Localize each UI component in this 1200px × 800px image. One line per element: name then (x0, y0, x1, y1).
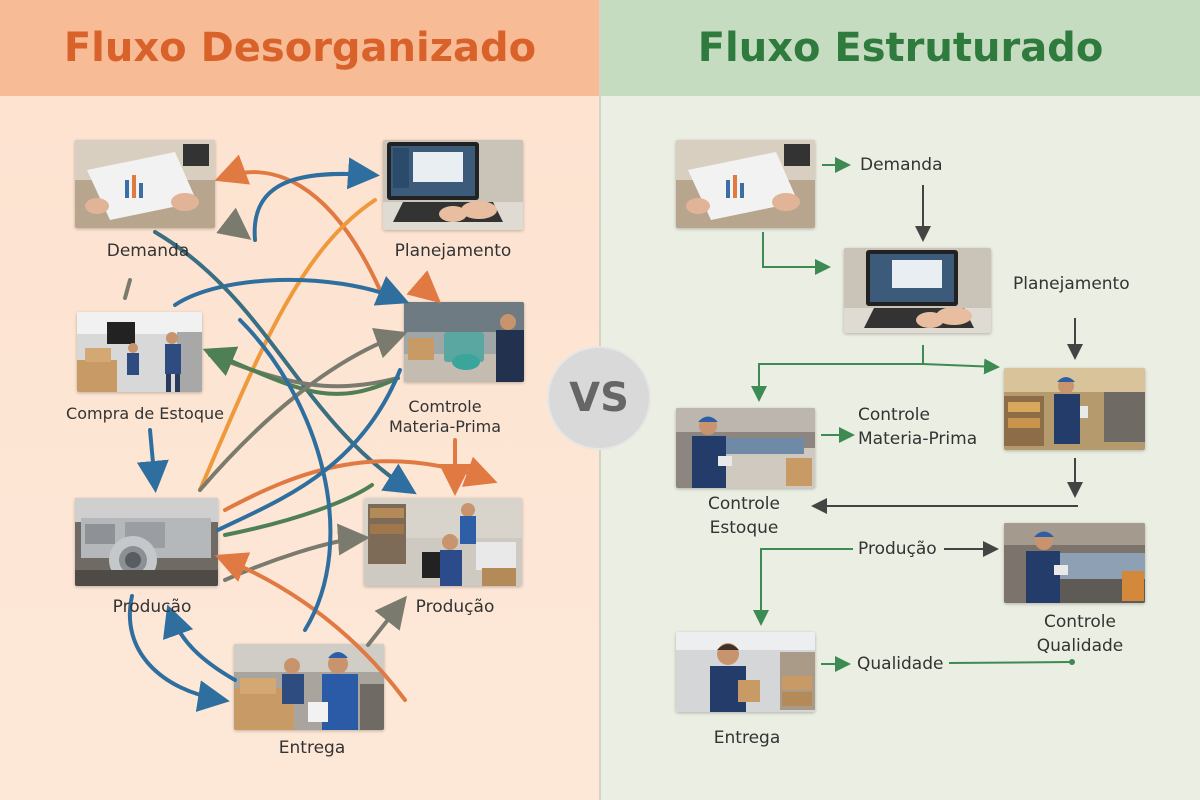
label-producao: Produção (858, 539, 937, 559)
disorganized-flow-title: Fluxo Desorganizado (0, 0, 600, 96)
arrow-22 (366, 595, 407, 647)
controle-materia-prima-photo (404, 302, 524, 382)
arrow-7 (406, 270, 442, 304)
arrow-5 (123, 278, 132, 300)
label-controle-qualidade: Controle Qualidade (1036, 612, 1124, 656)
label-controle-materia-prima: Controle Materia-Prima (858, 405, 978, 449)
label-compra-estoque: Compra de Estoque (66, 404, 224, 423)
arrow-1 (214, 154, 382, 292)
structured-arrows (751, 157, 1083, 672)
line-qualidade-end (948, 661, 1072, 664)
arrow-split-right (922, 358, 1000, 375)
label-planejamento: Planejamento (394, 241, 512, 261)
label-producao-2: Produção (415, 597, 495, 617)
tangled-arrows (123, 154, 498, 712)
planejamento-photo (844, 248, 991, 333)
arrow-20 (127, 594, 230, 712)
controle-estoque-photo (676, 408, 815, 488)
arrow-19 (238, 318, 333, 632)
demanda-photo (676, 140, 815, 228)
arrow-producao-to-entrega (753, 548, 853, 626)
controle-materia-prima-photo (1004, 368, 1145, 450)
arrow-6 (216, 207, 252, 240)
label-planejamento: Planejamento (1013, 274, 1130, 294)
arrow-2 (252, 157, 380, 242)
arrow-4 (173, 276, 410, 307)
entrega-photo (676, 632, 815, 712)
arrow-16 (223, 483, 374, 537)
entrega-photo (234, 644, 384, 730)
label-producao-1: Producão (112, 597, 192, 617)
producao-machine-photo (75, 498, 218, 586)
label-qualidade: Qualidade (857, 654, 944, 674)
demanda-photo (75, 140, 215, 228)
label-demanda: Demanda (860, 155, 943, 175)
arrow-21 (163, 604, 237, 682)
label-entrega: Entrega (713, 728, 781, 748)
arrow-10 (202, 346, 400, 396)
arrow-12 (136, 428, 169, 493)
arrow-14 (223, 456, 498, 512)
disorganized-flow-panel: Fluxo Desorganizado (0, 0, 600, 800)
structured-flow-title: Fluxo Estruturado (601, 0, 1200, 96)
arrow-17 (223, 523, 370, 582)
arrow-3 (198, 198, 377, 492)
label-entrega: Entrega (278, 738, 346, 758)
arrow-split-left (751, 345, 924, 402)
controle-qualidade-photo (1004, 523, 1145, 603)
structured-flow-panel: Fluxo Estruturado (601, 0, 1200, 800)
arrow-8 (153, 230, 417, 495)
compra-estoque-photo (77, 312, 202, 392)
label-controle-materia-prima: Comtrole Materia-Prima (388, 397, 502, 436)
planejamento-photo (383, 140, 523, 230)
arrow-11 (198, 328, 408, 492)
producao-workers-photo (364, 498, 522, 586)
label-demanda: Demanda (106, 241, 190, 261)
label-controle-estoque: Controle Estoque (708, 494, 780, 538)
arrow-18 (214, 552, 407, 702)
arrow-demanda-photo-to-planejamento (762, 232, 831, 275)
arrow-15 (216, 368, 402, 532)
vs-badge: VS (549, 348, 649, 448)
arrow-9 (208, 353, 400, 389)
